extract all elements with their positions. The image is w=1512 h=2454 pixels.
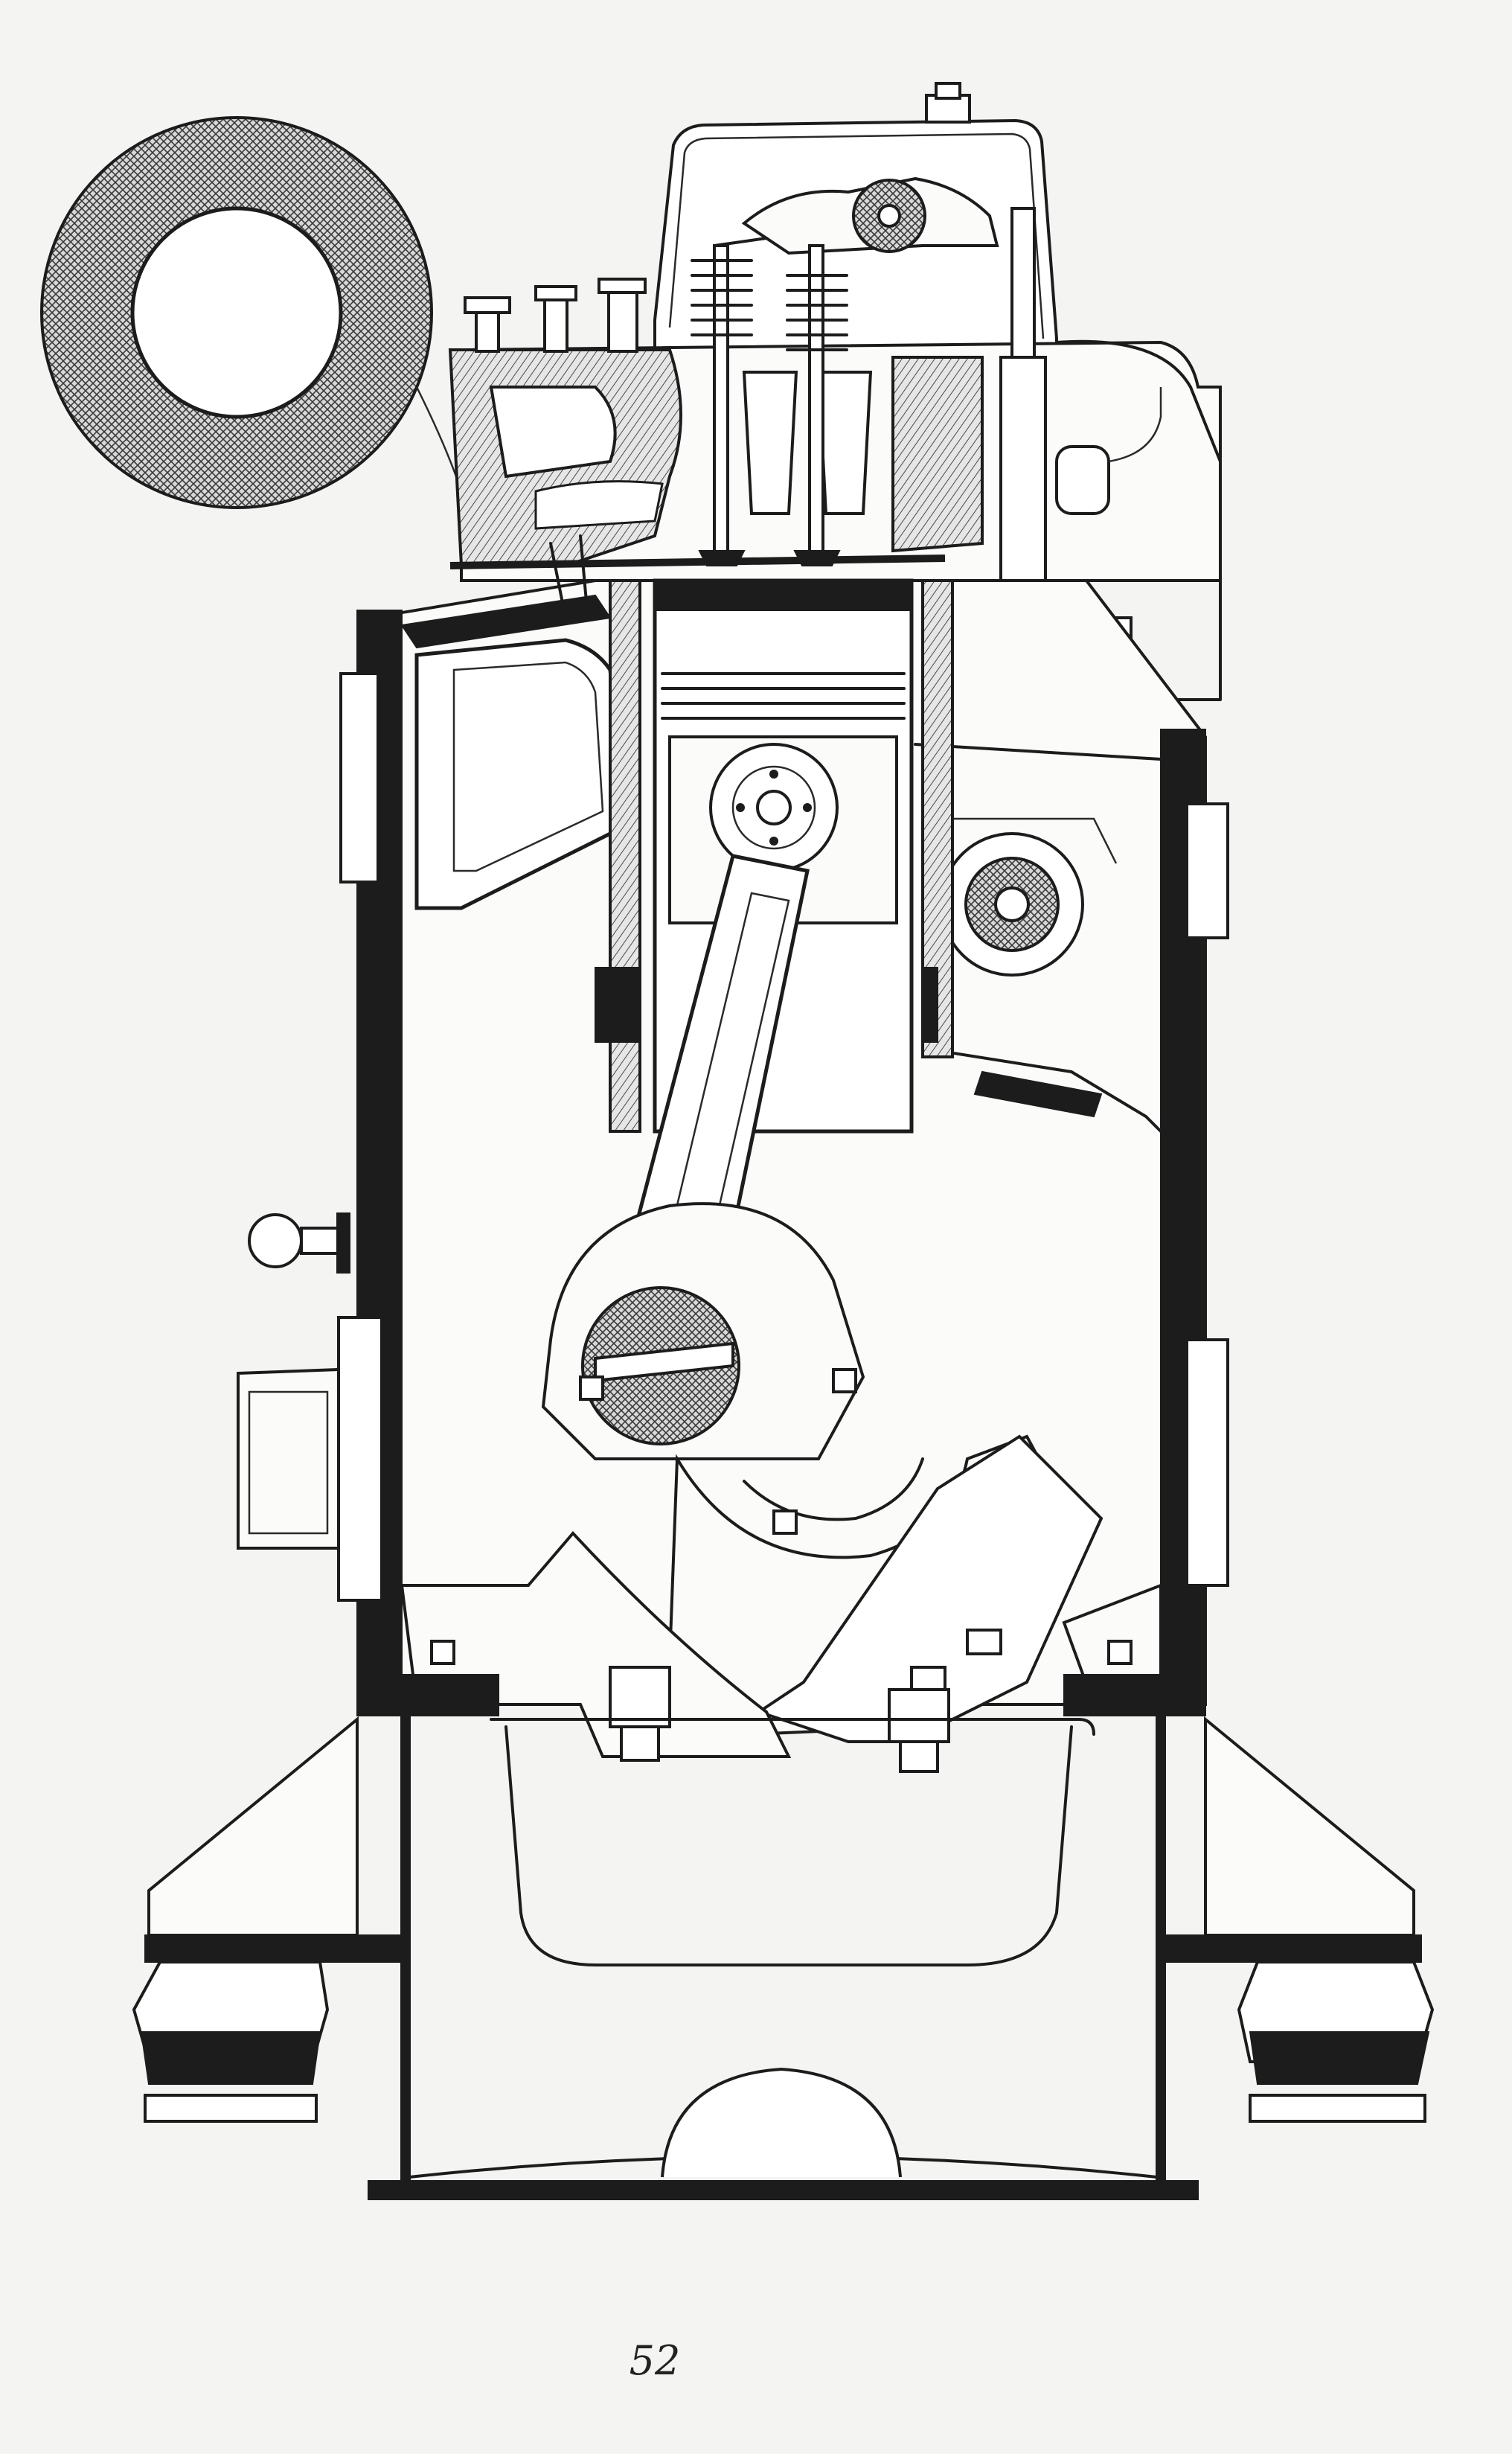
oil-pan [356, 1674, 1206, 2200]
head-gasket [449, 534, 946, 619]
camshaft [938, 817, 1118, 977]
engine-mount-right [1156, 1716, 1435, 2123]
page-number: 52 [629, 2337, 681, 2384]
engine-mount-left [132, 1716, 410, 2123]
cylinder-liner [595, 579, 954, 1133]
air-filter [40, 116, 463, 509]
main-bearing-bolts [430, 1640, 1133, 1773]
valve-springs [691, 259, 848, 351]
dipstick-handle [248, 1212, 350, 1274]
